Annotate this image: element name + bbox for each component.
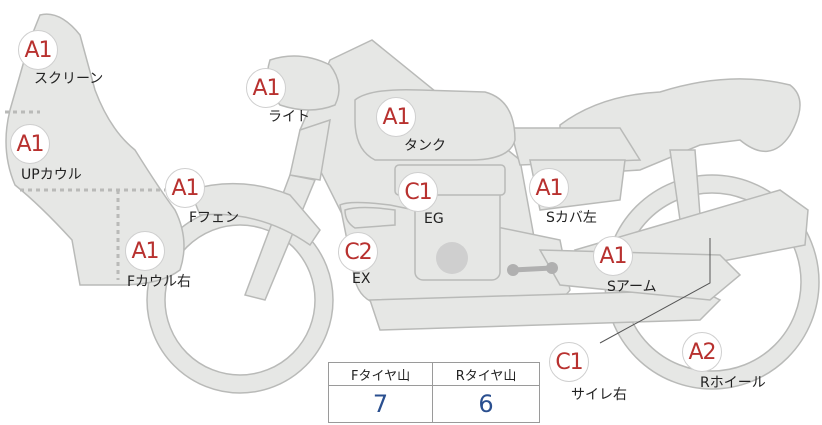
tire-tread-table: Fタイヤ山 Rタイヤ山 7 6	[327, 362, 540, 423]
grade-badge-screen: A1	[18, 30, 58, 70]
part-label-eg: EG	[424, 211, 444, 227]
part-label-ex: EX	[352, 271, 371, 287]
grade-badge-fcowl: A1	[125, 231, 165, 271]
rear-tread-value: 6	[432, 385, 540, 423]
part-label-tank: タンク	[404, 138, 446, 154]
front-fender-shape	[188, 182, 321, 247]
grade-badge-ex: C2	[338, 232, 378, 272]
part-label-scover: Sカバ左	[546, 210, 597, 226]
part-label-upcowl: UPカウル	[21, 167, 82, 183]
cowl-shape	[5, 13, 185, 286]
grade-badge-scover: A1	[529, 168, 569, 208]
grade-badge-silencer: C1	[549, 342, 589, 382]
grade-badge-upcowl: A1	[10, 124, 50, 164]
front-tread-header: Fタイヤ山	[327, 362, 434, 386]
grade-badge-light: A1	[246, 68, 286, 108]
part-label-light: ライト	[268, 109, 310, 125]
rear-tread-header: Rタイヤ山	[432, 362, 540, 386]
part-label-fcowl: Fカウル右	[127, 274, 192, 290]
front-tread-value: 7	[327, 385, 434, 423]
part-label-screen: スクリーン	[34, 71, 104, 87]
grade-badge-sarm: A1	[593, 236, 633, 276]
grade-badge-eg: C1	[398, 172, 438, 212]
part-label-ffender: Fフェン	[189, 210, 240, 226]
grade-badge-rwheel: A2	[682, 332, 722, 372]
part-label-rwheel: Rホイール	[700, 375, 766, 391]
part-label-sarm: Sアーム	[607, 279, 657, 295]
grade-badge-ffender: A1	[165, 168, 205, 208]
part-label-silencer: サイレ右	[571, 387, 627, 403]
grade-badge-tank: A1	[376, 97, 416, 137]
